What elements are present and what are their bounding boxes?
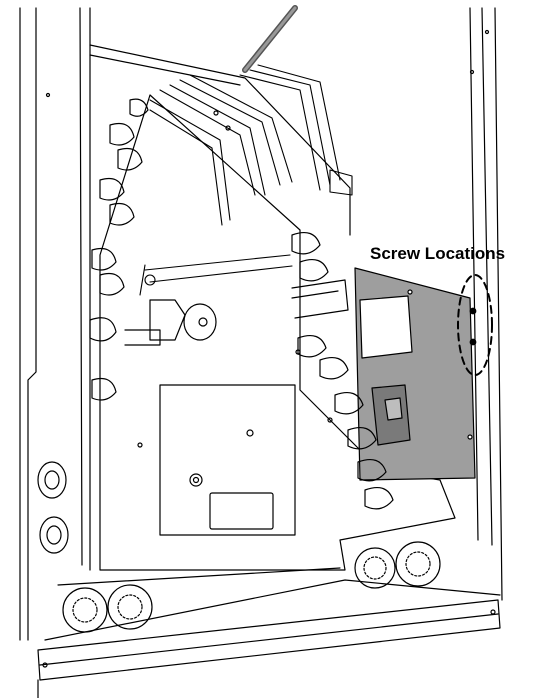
coil-tube-icon — [110, 204, 134, 226]
coil-tube-icon — [300, 260, 328, 281]
coil-top-panel — [90, 45, 350, 235]
drain-pan — [38, 568, 500, 698]
rivet-icon — [47, 94, 50, 97]
coil-tube-icon — [320, 358, 348, 379]
bottom-drain-ports — [63, 542, 440, 632]
rivet-icon — [471, 71, 474, 74]
coil-tube-icon — [92, 249, 116, 271]
screw-locations-label: Screw Locations — [370, 244, 506, 263]
partition-plate — [100, 95, 455, 570]
access-panel — [355, 268, 475, 480]
coil-tube-icon — [348, 428, 376, 449]
coil-tube-icon — [365, 488, 393, 509]
coil-tube-icon — [130, 99, 148, 116]
coil-tube-icon — [92, 379, 116, 401]
cabinet-frame — [20, 8, 502, 640]
coil-tube-icon — [100, 274, 124, 296]
drain-port-icon — [40, 517, 68, 553]
left-coil-bends — [90, 99, 160, 400]
coil-tube-icon — [110, 124, 134, 146]
elbow-fitting — [150, 300, 216, 340]
right-coil-bends — [292, 233, 393, 509]
coil-tube-icon — [292, 233, 320, 254]
coil-tube-icon — [90, 318, 116, 341]
screw-locations — [458, 275, 492, 375]
coil-tube-icon — [100, 179, 124, 201]
coil-tube-icon — [118, 149, 142, 171]
screw-icon — [470, 308, 476, 314]
rivet-icon — [486, 31, 489, 34]
left-side-ports — [38, 462, 68, 553]
drain-port-icon — [355, 548, 395, 588]
manifold-tubes — [140, 65, 352, 295]
coil-tube-icon — [298, 336, 326, 357]
drain-port-icon — [38, 462, 66, 498]
drain-port-icon — [63, 588, 107, 632]
drain-port-icon — [108, 585, 152, 629]
screw-icon — [470, 339, 476, 345]
refrigerant-line — [245, 8, 295, 70]
coil-tube-icon — [335, 393, 363, 414]
drain-port-icon — [396, 542, 440, 586]
coil-tube-icon — [358, 460, 386, 481]
